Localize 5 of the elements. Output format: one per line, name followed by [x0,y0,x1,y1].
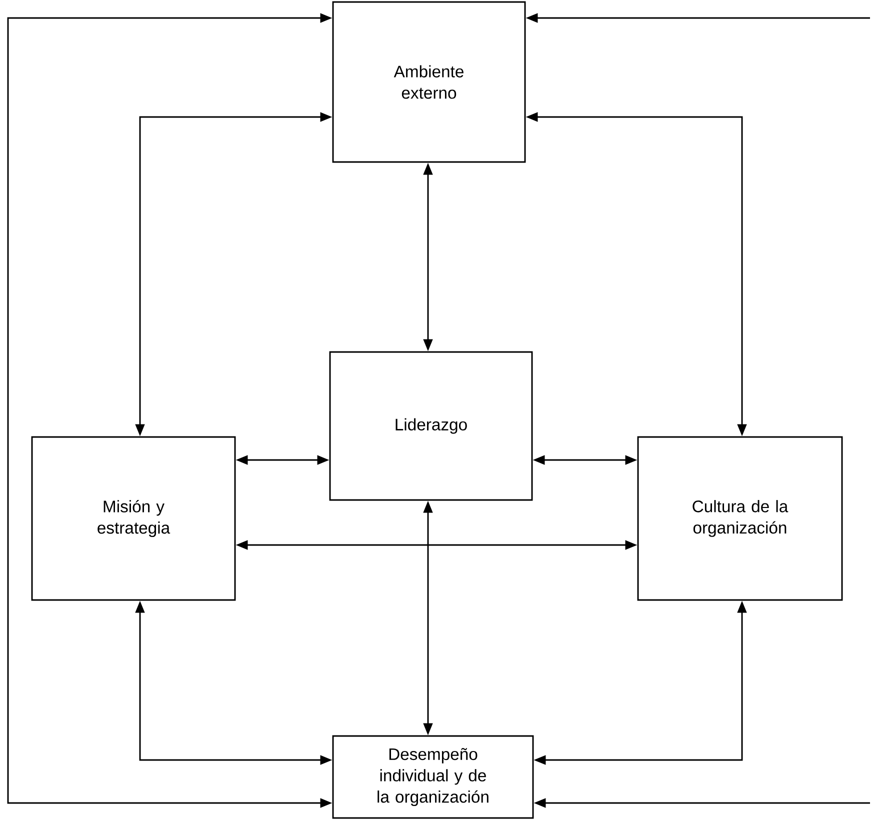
box: Ambiente externo [332,1,526,163]
box: Misión y estrategia [31,436,236,601]
box: Liderazgo [329,351,533,501]
box: Desempeño individual y de la organización [332,735,534,819]
box: Cultura de la organización [637,436,843,601]
